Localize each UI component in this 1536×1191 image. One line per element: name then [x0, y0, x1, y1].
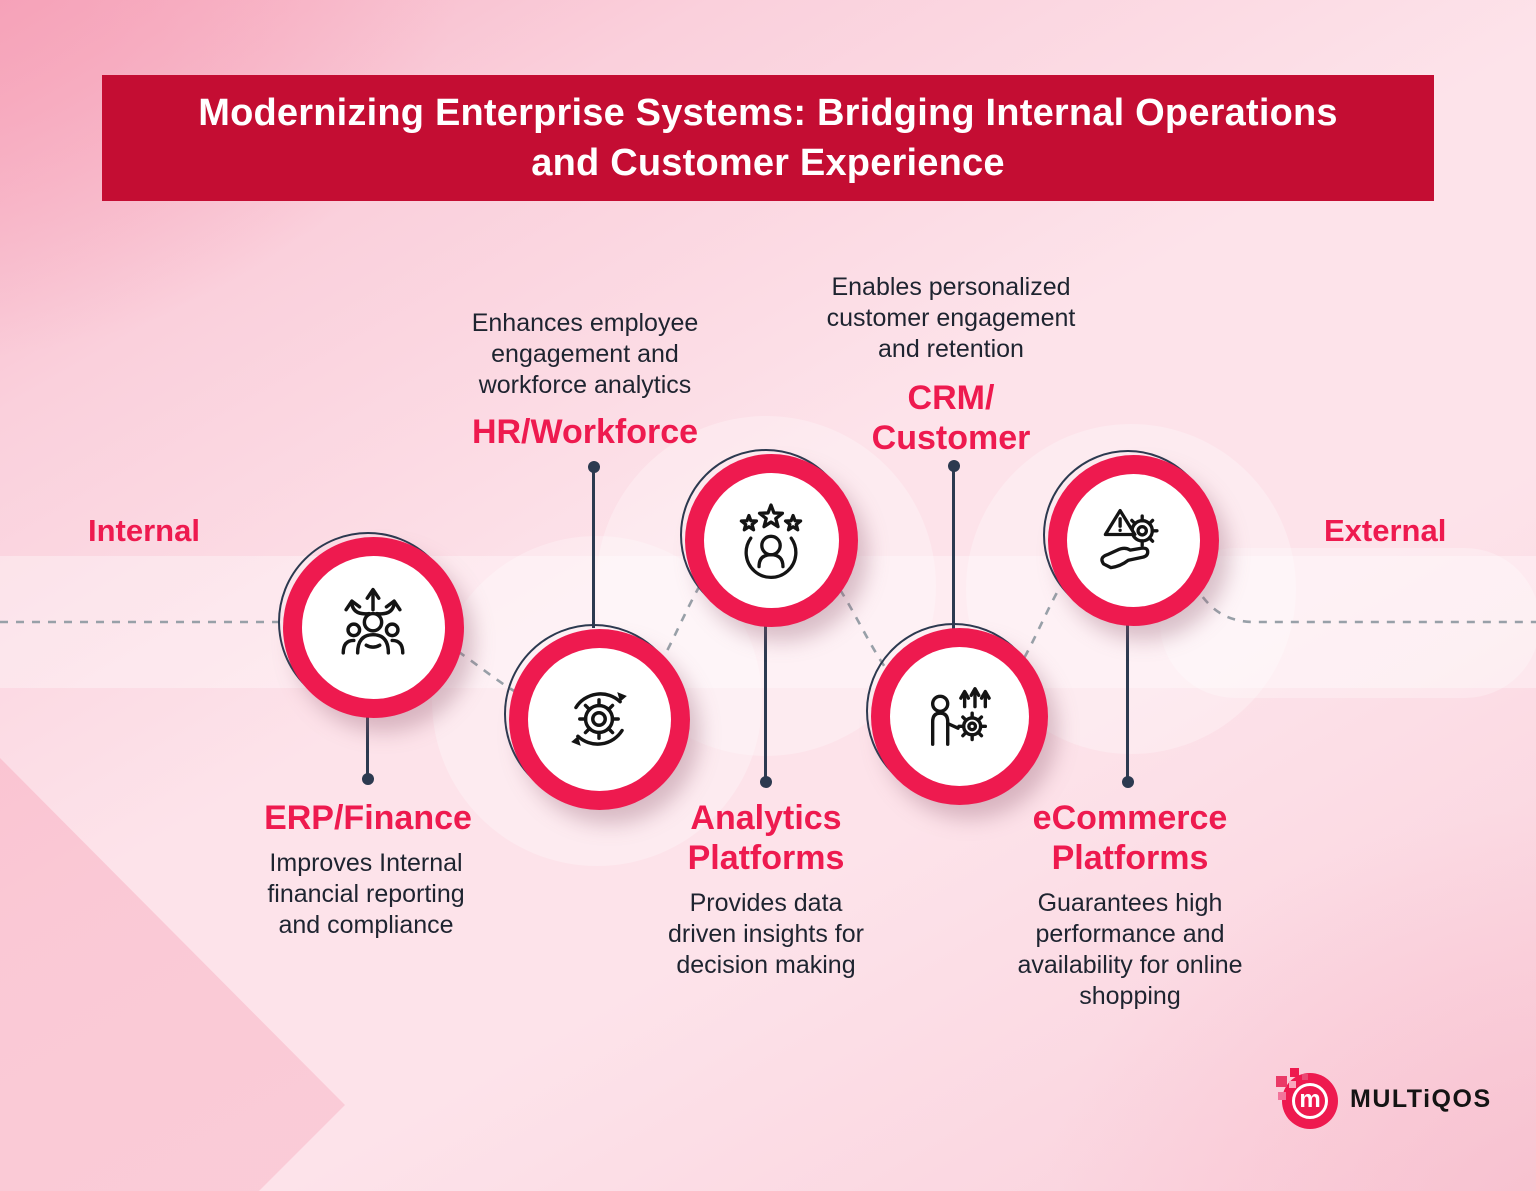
node-title-erp-finance: ERP/Finance [264, 799, 472, 837]
title-banner: Modernizing Enterprise Systems: Bridging… [102, 75, 1434, 201]
connector-line-crm [952, 467, 955, 629]
logo-pixel [1290, 1068, 1299, 1077]
logo-monogram: m [1299, 1086, 1321, 1113]
logo-brand-name: MULTiQOS [1350, 1084, 1492, 1113]
connector-dot-crm [948, 460, 960, 472]
decision-paths-icon [341, 587, 405, 655]
node-ring [1047, 454, 1219, 626]
logo-pixel [1278, 1092, 1286, 1100]
node-ring [870, 627, 1048, 805]
page-title-line-1: Modernizing Enterprise Systems: Bridging… [198, 92, 1338, 134]
node-circle-erp-finance [278, 532, 464, 718]
node-face [1066, 473, 1200, 607]
node-face [527, 647, 671, 791]
node-title-analytics: Analytics Platforms [687, 799, 845, 877]
page-title-line-2: and Customer Experience [531, 142, 1005, 184]
node-ring [508, 628, 690, 810]
external-label: External [1324, 513, 1447, 548]
node-ring [684, 453, 858, 627]
risk-gear-hand-icon [1100, 508, 1159, 570]
node-circle-hr-workforce [504, 624, 690, 810]
node-circle-crm [866, 623, 1048, 805]
node-circle-analytics [680, 449, 858, 627]
connector-dot-analytics [760, 776, 772, 788]
connector-dot-erp [362, 773, 374, 785]
connector-line-analytics [764, 612, 767, 780]
node-desc-analytics: Provides data driven insights for decisi… [668, 889, 864, 979]
logo-pixel [1302, 1074, 1308, 1080]
growth-gear-person-icon [930, 687, 991, 746]
process-gear-sync-icon [571, 692, 627, 746]
node-desc-ecommerce: Guarantees high performance and availabi… [1017, 889, 1243, 1010]
node-desc-crm: Enables personalized customer engagement… [826, 273, 1076, 363]
node-face [703, 472, 839, 608]
node-title-crm: CRM/ Customer [871, 379, 1031, 457]
logo-ring: m [1292, 1083, 1328, 1119]
node-desc-hr-workforce: Enhances employee engagement and workfor… [471, 309, 699, 399]
node-face [301, 555, 445, 699]
connector-dot-hr [588, 461, 600, 473]
connector-dot-ecommerce [1122, 776, 1134, 788]
connector-line-hr [592, 468, 595, 628]
node-face [889, 646, 1029, 786]
node-ring [282, 536, 464, 718]
connector-line-erp [366, 705, 369, 779]
logo-pixel [1289, 1081, 1296, 1088]
internal-label: Internal [88, 513, 200, 548]
logo-pixel [1276, 1076, 1287, 1087]
logo-mark-icon: m [1276, 1068, 1338, 1130]
node-desc-erp-finance: Improves Internal financial reporting an… [267, 849, 465, 939]
node-title-ecommerce: eCommerce Platforms [1032, 799, 1228, 877]
node-title-hr-workforce: HR/Workforce [471, 413, 699, 451]
customer-rating-icon [739, 503, 803, 579]
connector-line-ecommerce [1126, 610, 1129, 780]
node-circle-ecommerce [1043, 450, 1219, 626]
brand-logo: m MULTiQOS [1276, 1068, 1492, 1130]
